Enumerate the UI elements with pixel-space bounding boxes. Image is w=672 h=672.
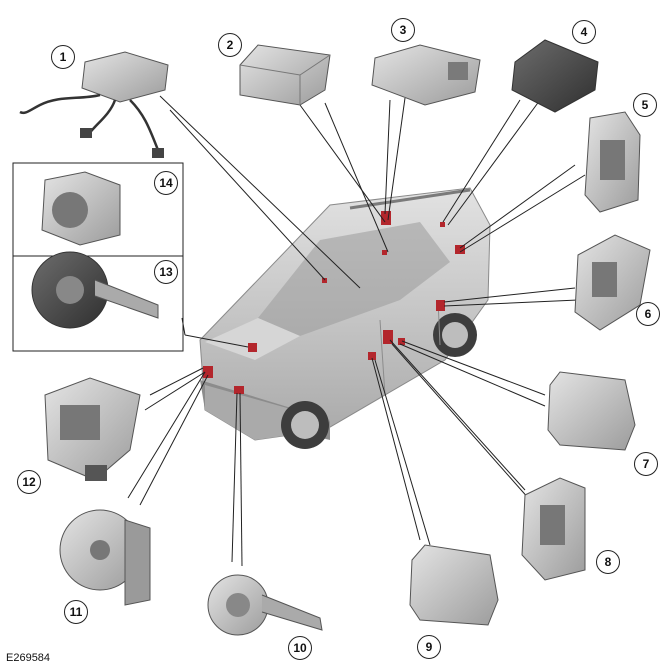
callout-12: 12 <box>17 470 41 494</box>
component-1-module-with-harness <box>19 51 169 158</box>
leader-lines <box>127 95 586 567</box>
callout-6: 6 <box>636 302 660 326</box>
component-14-sounder <box>41 171 121 246</box>
inset-box <box>12 162 184 352</box>
component-4-dark-module <box>511 39 599 113</box>
callout-4: 4 <box>572 20 596 44</box>
component-6-latch <box>574 234 651 331</box>
callout-13: 13 <box>154 260 178 284</box>
component-8-latch <box>521 477 586 581</box>
component-7-module <box>547 371 636 451</box>
callout-8: 8 <box>596 550 620 574</box>
callout-9: 9 <box>417 635 441 659</box>
callout-5: 5 <box>633 93 657 117</box>
component-11-horn <box>59 509 151 606</box>
callout-10: 10 <box>288 636 312 660</box>
callout-1: 1 <box>51 45 75 69</box>
vehicle <box>199 187 491 449</box>
callout-3: 3 <box>391 18 415 42</box>
component-13-horn <box>31 251 159 329</box>
component-9-module <box>409 544 499 626</box>
component-3-control-module <box>371 44 481 106</box>
callout-11: 11 <box>64 600 88 624</box>
callout-2: 2 <box>218 33 242 57</box>
component-12-latch <box>44 377 141 481</box>
callout-7: 7 <box>634 452 658 476</box>
component-2-control-box <box>239 44 331 106</box>
component-10-horn <box>207 574 323 636</box>
component-5-latch <box>584 111 641 213</box>
callout-14: 14 <box>154 171 178 195</box>
figure-id: E269584 <box>6 652 51 664</box>
